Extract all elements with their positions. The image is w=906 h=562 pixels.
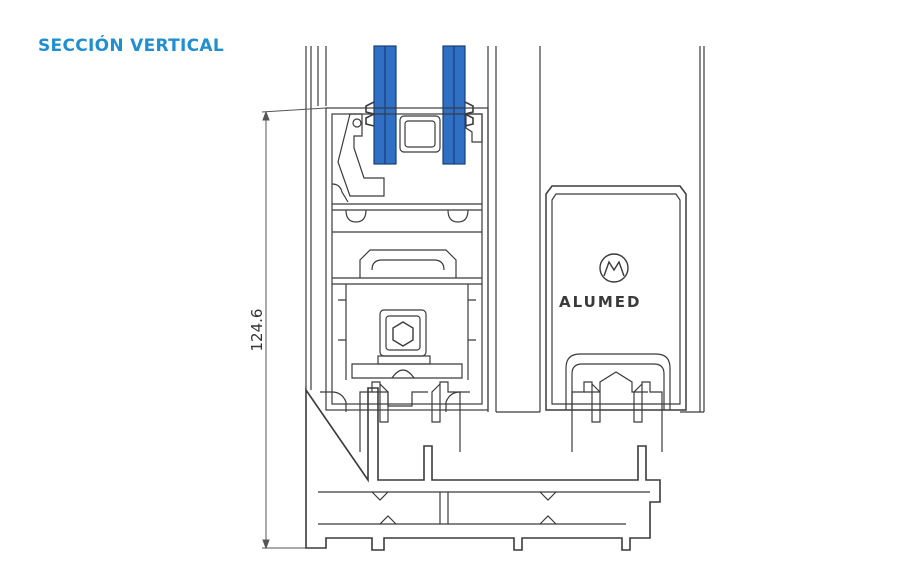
roller-assembly — [351, 309, 463, 379]
sash-profile — [325, 107, 489, 411]
bottom-frame-profile — [305, 371, 663, 551]
dimension-line — [261, 107, 327, 550]
dimension-label: 124.6 — [248, 309, 266, 352]
alumed-logo — [599, 253, 629, 283]
brand-name-text: ALUMED — [559, 293, 641, 311]
section-title: SECCIÓN VERTICAL — [38, 36, 225, 56]
interlock-cover — [545, 185, 687, 411]
glass-panes — [365, 45, 474, 165]
outer-frame-lines — [305, 46, 705, 413]
